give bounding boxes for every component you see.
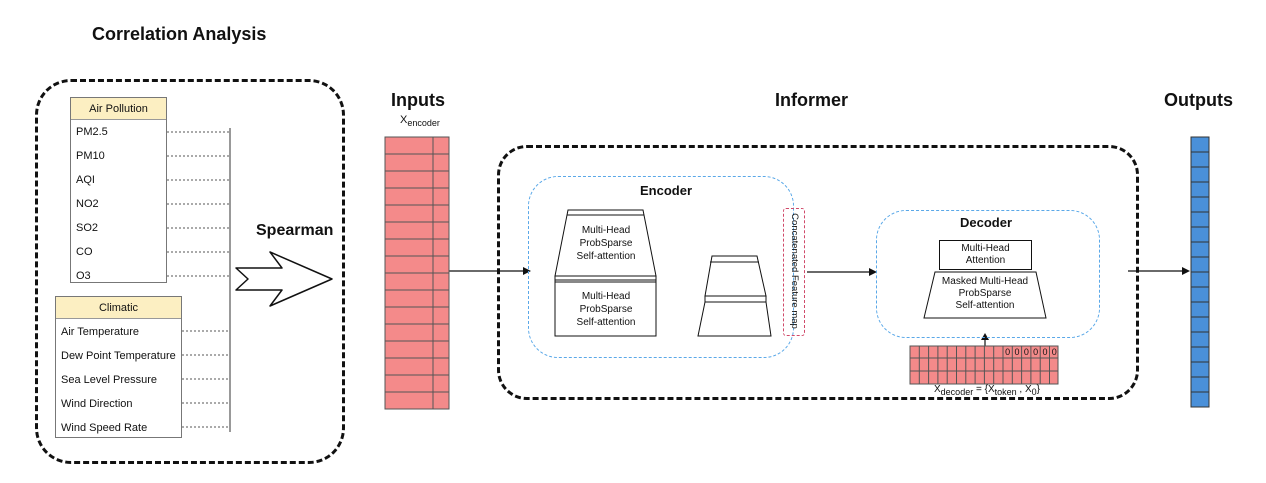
x-encoder-main: X [400, 114, 408, 126]
decoder-attn-line1: Multi-Head [961, 243, 1010, 254]
encoder-b1-line1: Multi-Head [581, 225, 631, 236]
zero-token: 0 [1042, 347, 1048, 357]
decoder-input-arrowhead [981, 333, 989, 340]
encoder-to-decoder-arrowhead [869, 268, 877, 276]
formula-zero-sub: 0 [1031, 387, 1037, 397]
formula-x: X [934, 384, 941, 395]
air-pollution-item-no2: NO2 [76, 198, 99, 210]
informer-container [497, 145, 1139, 400]
output-sequence-grid [1190, 136, 1210, 408]
air-pollution-item-aqi: AQI [76, 174, 95, 186]
decoder-masked-trapezoid [923, 271, 1047, 319]
air-pollution-header: Air Pollution [71, 98, 166, 120]
input-sequence-grid [384, 136, 450, 410]
climatic-connectors [182, 330, 230, 428]
encoder-small-trapezoid [697, 255, 772, 337]
decoder-title: Decoder [960, 215, 1013, 230]
climatic-item-dew-point: Dew Point Temperature [61, 350, 176, 362]
climatic-header: Climatic [56, 297, 181, 319]
decoder-container [876, 210, 1100, 338]
formula-decoder-sub: decoder [940, 387, 974, 397]
feature-map-box [783, 208, 805, 336]
informer-title: Informer [775, 90, 849, 110]
spearman-arrow [235, 251, 333, 307]
decoder-masked-line3: Self-attention [955, 300, 1015, 311]
formula-end: } [1036, 384, 1041, 395]
encoder-b2-line1: Multi-Head [581, 291, 631, 302]
climatic-item-wind-speed-rate: Wind Speed Rate [61, 422, 148, 434]
decoder-masked-line1: Masked Multi-Head [941, 276, 1029, 287]
air-pollution-table: Air Pollution PM2.5 PM10 AQI NO2 SO2 CO … [70, 97, 167, 283]
zero-token: 0 [1005, 347, 1011, 357]
inputs-title: Inputs [391, 90, 445, 110]
climatic-item-air-temperature: Air Temperature [61, 326, 140, 338]
x-encoder-sub: encoder [407, 118, 440, 129]
air-pollution-item-so2: SO2 [76, 222, 99, 234]
formula-token-sub: token [994, 387, 1017, 397]
decoder-masked-text: Masked Multi-Head ProbSparse Self-attent… [930, 276, 1040, 312]
correlation-analysis-title: Correlation Analysis [92, 24, 267, 44]
decoder-attention-box: Multi-Head Attention [939, 240, 1032, 270]
decoder-input-grid [909, 345, 1059, 385]
x-decoder-formula: Xdecoder = {Xtoken , X0} [934, 384, 1040, 397]
formula-eq: = {X [973, 384, 995, 395]
climatic-item-wind-direction: Wind Direction [61, 398, 133, 410]
encoder-b2-line2: ProbSparse [579, 304, 633, 315]
decoder-zero-tokens: 0 0 0 0 0 0 [1003, 346, 1059, 358]
air-pollution-item-o3: O3 [76, 270, 91, 282]
encoder-b2-line3: Self-attention [576, 317, 636, 328]
climatic-item-sea-level-pressure: Sea Level Pressure [61, 374, 157, 386]
encoder-block-2 [554, 275, 657, 337]
decoder-to-outputs-arrowhead [1182, 267, 1190, 275]
zero-token: 0 [1023, 347, 1029, 357]
x-encoder-label: Xencoder [400, 114, 440, 128]
zero-token: 0 [1014, 347, 1020, 357]
air-pollution-item-pm25: PM2.5 [76, 126, 108, 138]
zero-token: 0 [1033, 347, 1039, 357]
climatic-table: Climatic Air Temperature Dew Point Tempe… [55, 296, 182, 438]
air-pollution-item-pm10: PM10 [76, 150, 105, 162]
air-pollution-connectors [167, 131, 230, 277]
feature-map-label: Concatenated Feature map [789, 213, 800, 329]
correlation-analysis-container [35, 79, 345, 464]
outputs-title: Outputs [1164, 90, 1233, 110]
encoder-block-2-text: Multi-Head ProbSparse Self-attention [560, 290, 652, 329]
encoder-container [528, 176, 794, 358]
formula-mid: , X [1016, 384, 1032, 395]
encoder-title: Encoder [640, 183, 693, 198]
decoder-attn-line2: Attention [965, 255, 1006, 266]
encoder-b1-line3: Self-attention [576, 251, 636, 262]
inputs-to-encoder-arrowhead [523, 267, 531, 275]
decoder-masked-line2: ProbSparse [958, 288, 1012, 299]
encoder-block-1-text: Multi-Head ProbSparse Self-attention [560, 224, 652, 263]
air-pollution-item-co: CO [76, 246, 93, 258]
spearman-label: Spearman [256, 222, 334, 239]
encoder-b1-line2: ProbSparse [579, 238, 633, 249]
zero-token: 0 [1051, 347, 1057, 357]
